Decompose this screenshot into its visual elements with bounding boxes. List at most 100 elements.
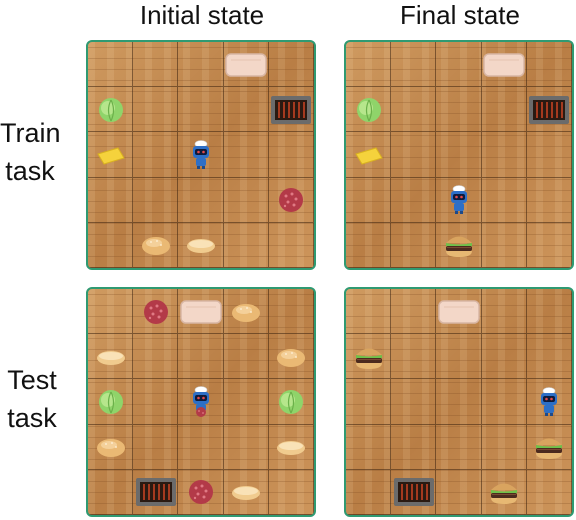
grid-lines bbox=[346, 42, 572, 268]
test-task-label-line2: task bbox=[7, 403, 57, 433]
grid-cell bbox=[268, 132, 314, 178]
grid-cell bbox=[481, 469, 527, 515]
train-task-label-line2: task bbox=[5, 156, 55, 186]
test-task-label-line1: Test bbox=[7, 365, 57, 395]
grid-cell bbox=[223, 222, 269, 268]
grid-cell bbox=[436, 87, 482, 133]
chef-robot-icon bbox=[436, 177, 481, 222]
lettuce-icon bbox=[88, 87, 133, 132]
grid-cell bbox=[268, 222, 314, 268]
grid-cell bbox=[88, 42, 134, 88]
train-initial-board bbox=[86, 40, 316, 270]
grid-cell bbox=[268, 177, 314, 223]
initial-state-heading: Initial state bbox=[139, 0, 265, 30]
cutting-board-icon bbox=[223, 42, 268, 87]
grid-cell bbox=[178, 469, 224, 515]
grid-cell bbox=[391, 132, 437, 178]
raw-patty-icon bbox=[178, 469, 223, 514]
train-task-label-line1: Train bbox=[0, 118, 61, 148]
grill-icon bbox=[133, 469, 178, 514]
burger-icon bbox=[526, 424, 571, 469]
grid-cell bbox=[223, 334, 269, 380]
cutting-board-icon bbox=[481, 42, 526, 87]
grid-cell bbox=[481, 289, 527, 335]
grid-cell bbox=[346, 379, 392, 425]
grid-cell bbox=[346, 334, 392, 380]
grid-cell bbox=[268, 87, 314, 133]
grid-lines bbox=[346, 289, 572, 515]
grid-cell bbox=[526, 469, 572, 515]
grid-cell bbox=[268, 42, 314, 88]
grid-cell bbox=[391, 177, 437, 223]
grid-cell bbox=[436, 289, 482, 335]
chef-robot-holding-patty-icon bbox=[178, 379, 223, 424]
grid-cell bbox=[346, 222, 392, 268]
burger-icon bbox=[346, 334, 391, 379]
grid-cell bbox=[526, 132, 572, 178]
raw-patty-icon bbox=[133, 289, 178, 334]
grid-cell bbox=[88, 222, 134, 268]
raw-patty-icon bbox=[268, 177, 313, 222]
bun-top-icon bbox=[223, 289, 268, 334]
grid-cell bbox=[268, 379, 314, 425]
grid-cell bbox=[133, 177, 179, 223]
grid-cell bbox=[178, 132, 224, 178]
bun-top-icon bbox=[88, 424, 133, 469]
grid-cell bbox=[133, 334, 179, 380]
grid-cell bbox=[526, 42, 572, 88]
grid-cell bbox=[526, 222, 572, 268]
grid-cell bbox=[346, 132, 392, 178]
grid-cell bbox=[436, 469, 482, 515]
chef-robot-icon bbox=[526, 379, 571, 424]
grid-cell bbox=[178, 42, 224, 88]
grid-cell bbox=[133, 379, 179, 425]
grid-cell bbox=[391, 42, 437, 88]
grid-cell bbox=[481, 87, 527, 133]
grid-cell bbox=[88, 289, 134, 335]
grid-cell bbox=[436, 222, 482, 268]
bun-bottom-icon bbox=[223, 469, 268, 514]
grill-icon bbox=[268, 87, 313, 132]
grid-cell bbox=[88, 379, 134, 425]
grid-cell bbox=[178, 424, 224, 470]
grid-cell bbox=[481, 334, 527, 380]
grid-cell bbox=[526, 334, 572, 380]
cheese-icon bbox=[88, 132, 133, 177]
grid-cell bbox=[223, 289, 269, 335]
grid-cell bbox=[481, 379, 527, 425]
burger-icon bbox=[436, 222, 481, 267]
grid-cell bbox=[88, 469, 134, 515]
grid-cell bbox=[133, 222, 179, 268]
grid-cell bbox=[346, 87, 392, 133]
cutting-board-icon bbox=[436, 289, 481, 334]
grid-cell bbox=[223, 177, 269, 223]
grid-cell bbox=[88, 334, 134, 380]
grid-cell bbox=[178, 222, 224, 268]
grid-cell bbox=[133, 87, 179, 133]
grill-icon bbox=[391, 469, 436, 514]
grid-cell bbox=[88, 424, 134, 470]
grid-cell bbox=[436, 177, 482, 223]
grid-cell bbox=[178, 334, 224, 380]
grid-cell bbox=[268, 334, 314, 380]
grid-cell bbox=[133, 424, 179, 470]
grid-cell bbox=[391, 334, 437, 380]
grid-cell bbox=[268, 289, 314, 335]
grid-cell bbox=[481, 222, 527, 268]
chef-robot-icon bbox=[178, 132, 223, 177]
grid-cell bbox=[178, 289, 224, 335]
grill-icon bbox=[526, 87, 571, 132]
grid-cell bbox=[346, 469, 392, 515]
grid-cell bbox=[223, 132, 269, 178]
test-task-label: Test task bbox=[0, 361, 64, 437]
final-state-heading: Final state bbox=[400, 0, 520, 30]
grid-cell bbox=[223, 87, 269, 133]
grid-cell bbox=[436, 42, 482, 88]
grid-cell bbox=[391, 379, 437, 425]
train-task-label: Train task bbox=[0, 114, 61, 190]
grid-cell bbox=[481, 42, 527, 88]
grid-cell bbox=[268, 424, 314, 470]
grid-cell bbox=[481, 177, 527, 223]
grid-cell bbox=[391, 289, 437, 335]
bun-bottom-icon bbox=[268, 424, 313, 469]
